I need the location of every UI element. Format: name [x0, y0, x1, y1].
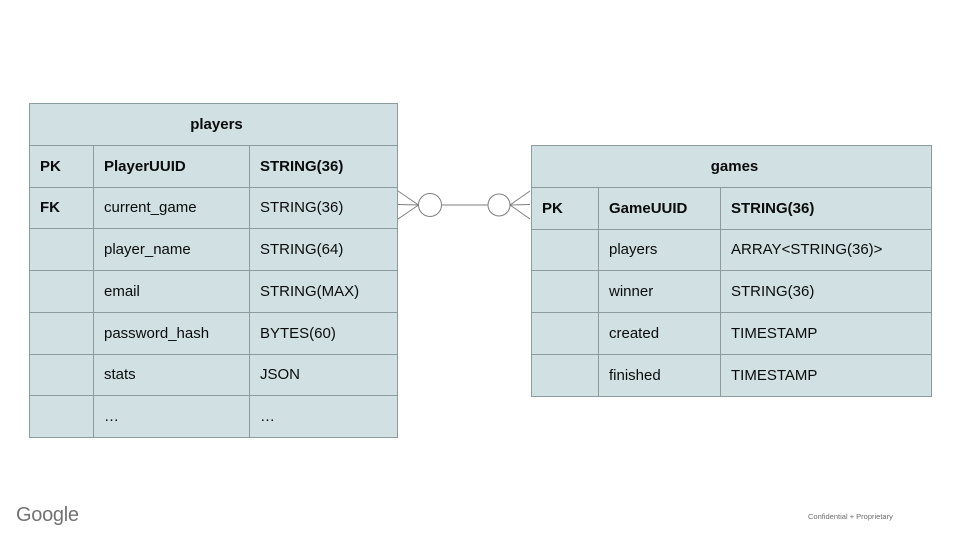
cell-field: finished [598, 353, 721, 397]
cell-field: players [598, 228, 721, 272]
table-title-row: games [531, 145, 932, 188]
cell-key: FK [29, 186, 94, 230]
cell-key [531, 353, 599, 397]
cell-type: STRING(36) [249, 186, 398, 230]
cell-key [29, 270, 94, 313]
cell-type: TIMESTAMP [720, 312, 932, 355]
table-row: FK current_game STRING(36) [29, 186, 398, 230]
cell-field: password_hash [93, 311, 250, 355]
table-row: players ARRAY<STRING(36)> [531, 228, 932, 272]
cell-field: player_name [93, 228, 250, 271]
cell-key: PK [29, 144, 94, 188]
table-row: … … [29, 395, 398, 438]
cell-field: created [598, 312, 721, 355]
cell-type: STRING(64) [249, 228, 398, 271]
table-title-players: players [29, 103, 398, 146]
cell-key [29, 228, 94, 271]
table-title-games: games [531, 145, 932, 188]
zero-or-many-right-icon [487, 190, 531, 220]
google-logo: Google [16, 504, 79, 526]
cell-key [531, 270, 599, 313]
cell-key [29, 353, 94, 397]
cell-key [531, 312, 599, 355]
table-row: stats JSON [29, 353, 398, 397]
cell-type: STRING(36) [720, 186, 932, 230]
cell-field: GameUUID [598, 186, 721, 230]
table-row: password_hash BYTES(60) [29, 311, 398, 355]
table-row: winner STRING(36) [531, 270, 932, 313]
cell-type: STRING(36) [720, 270, 932, 313]
cell-field: winner [598, 270, 721, 313]
cell-type: JSON [249, 353, 398, 397]
confidential-label: Confidential + Proprietary [808, 512, 893, 521]
cell-field: current_game [93, 186, 250, 230]
table-row: PK PlayerUUID STRING(36) [29, 144, 398, 188]
cell-type: STRING(MAX) [249, 270, 398, 313]
cell-key: PK [531, 186, 599, 230]
cell-type: TIMESTAMP [720, 353, 932, 397]
table-row: PK GameUUID STRING(36) [531, 186, 932, 230]
relationship-connector [397, 190, 531, 220]
cell-field: email [93, 270, 250, 313]
cell-field: stats [93, 353, 250, 397]
table-title-row: players [29, 103, 398, 146]
cell-type: … [249, 395, 398, 438]
zero-or-many-left-icon [397, 190, 442, 220]
entity-table-games: games PK GameUUID STRING(36) players ARR… [531, 145, 932, 397]
table-row: created TIMESTAMP [531, 312, 932, 355]
table-row: email STRING(MAX) [29, 270, 398, 313]
cell-key [29, 395, 94, 438]
entity-table-players: players PK PlayerUUID STRING(36) FK curr… [29, 103, 398, 438]
cell-field: PlayerUUID [93, 144, 250, 188]
cell-key [531, 228, 599, 272]
table-row: player_name STRING(64) [29, 228, 398, 271]
cell-type: BYTES(60) [249, 311, 398, 355]
cell-key [29, 311, 94, 355]
cell-field: … [93, 395, 250, 438]
cell-type: STRING(36) [249, 144, 398, 188]
table-row: finished TIMESTAMP [531, 353, 932, 397]
cell-type: ARRAY<STRING(36)> [720, 228, 932, 272]
